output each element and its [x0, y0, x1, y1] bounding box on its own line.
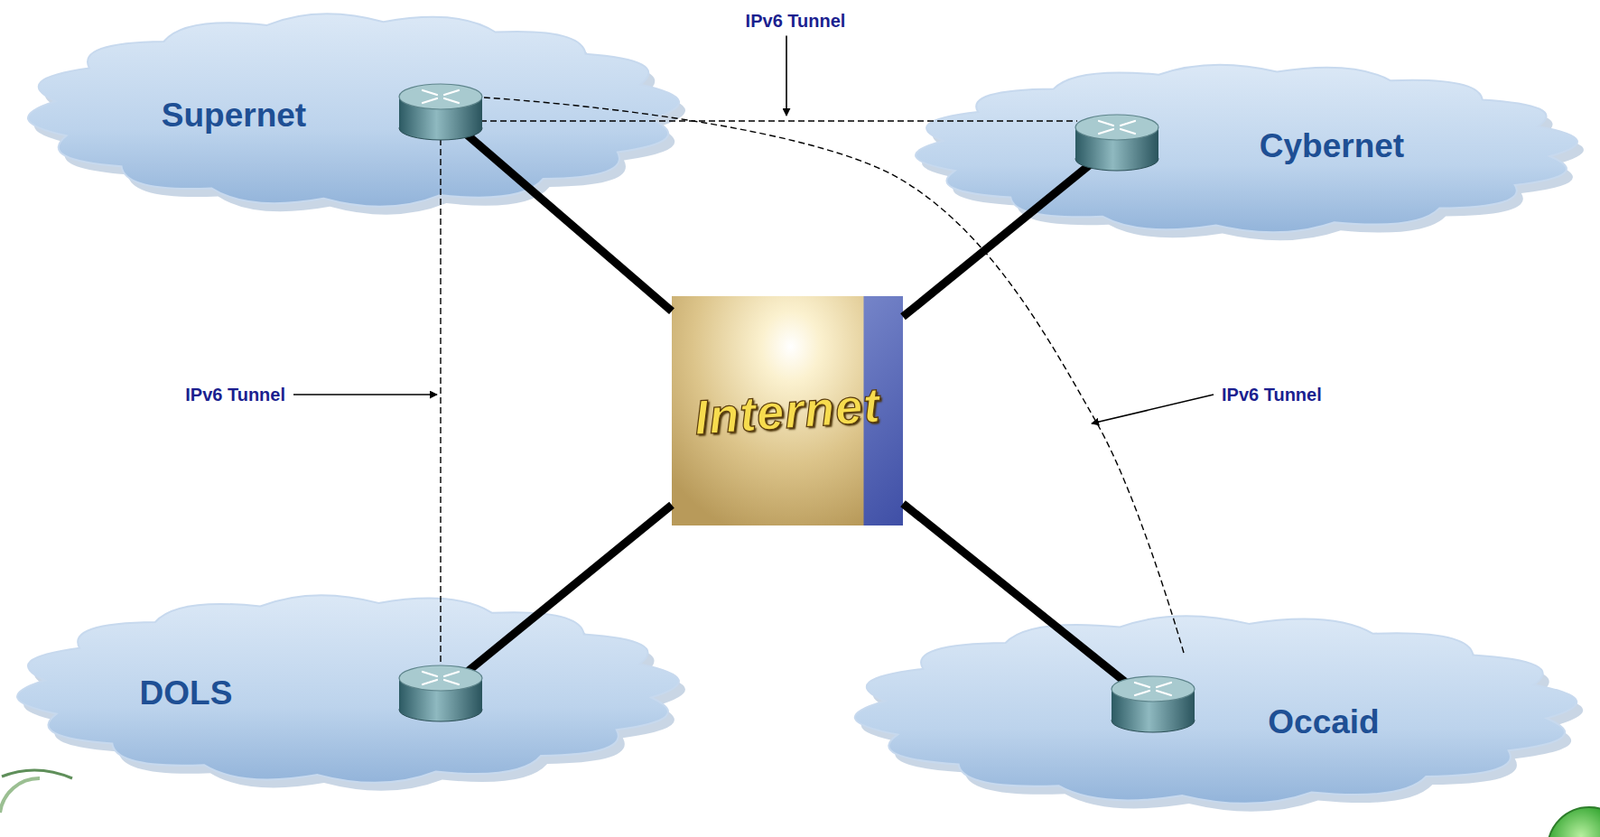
cloud-shape: [9, 591, 694, 796]
text-wrap: Supernet: [161, 96, 307, 135]
corner-ball: [1547, 807, 1600, 837]
label-wrap: IPv6 Tunnel: [745, 10, 847, 32]
cloud-outline: [17, 595, 680, 783]
text-wrap: Occaid: [1267, 703, 1379, 742]
router-arrow: [422, 90, 438, 95]
router-arrow: [1120, 120, 1135, 126]
router-arrow: [422, 671, 438, 677]
text-wrap: Cybernet: [1259, 127, 1405, 166]
router-top: [1075, 114, 1159, 140]
network-name: Cybernet: [1259, 127, 1405, 166]
cloud-shape: [908, 61, 1592, 245]
router-top: [399, 665, 483, 691]
leader-arrow: [293, 393, 438, 396]
router-arrow: [1134, 682, 1150, 688]
internet-label: Internet: [692, 376, 883, 446]
network-cloud: Occaid: [846, 612, 1592, 817]
cloud-shape: [846, 612, 1592, 817]
corner-arc: [0, 778, 40, 813]
cloud-outline: [855, 615, 1577, 804]
router-arrow: [444, 98, 459, 103]
router-arrow: [1098, 120, 1114, 126]
tunnel-label: IPv6 Tunnel: [1221, 384, 1322, 406]
router-top: [399, 83, 483, 110]
network-name: DOLS: [139, 674, 233, 713]
label-wrap: IPv6 Tunnel: [1221, 384, 1322, 406]
router-icon: [397, 81, 484, 143]
router-icon: [397, 662, 484, 725]
router-top: [1111, 676, 1195, 702]
network-name: Occaid: [1267, 703, 1379, 742]
text-wrap: DOLS: [139, 674, 233, 713]
label-wrap: IPv6 Tunnel: [185, 384, 286, 406]
router-arrow: [1156, 690, 1172, 696]
router-arrow: [444, 679, 459, 685]
router-arrow: [422, 98, 438, 103]
cloud-outline: [915, 65, 1578, 233]
router-arrow: [444, 90, 459, 95]
cloud-shape: [20, 9, 694, 220]
tunnel-label: IPv6 Tunnel: [185, 384, 286, 406]
tunnel-label: IPv6 Tunnel: [745, 10, 847, 32]
cloud-outline: [27, 13, 680, 206]
router-arrow: [1134, 690, 1150, 696]
network-cloud: DOLS: [9, 591, 694, 796]
text-wrap: Internet: [692, 376, 883, 446]
router-arrow: [422, 679, 438, 685]
leader-arrow: [1091, 394, 1214, 424]
router-arrow: [1120, 129, 1135, 134]
internet-box: Internet: [671, 296, 903, 526]
network-cloud: Supernet: [20, 9, 694, 220]
tunnel-line: [439, 139, 441, 676]
router-icon: [1073, 111, 1161, 174]
router-arrow: [1156, 682, 1172, 688]
leader-arrow: [785, 36, 788, 117]
router-arrow: [444, 671, 459, 677]
network-cloud: Cybernet: [908, 61, 1592, 245]
router-icon: [1109, 673, 1197, 735]
network-name: Supernet: [161, 96, 307, 135]
router-arrow: [1098, 129, 1114, 134]
tunnel-line: [480, 120, 1078, 121]
